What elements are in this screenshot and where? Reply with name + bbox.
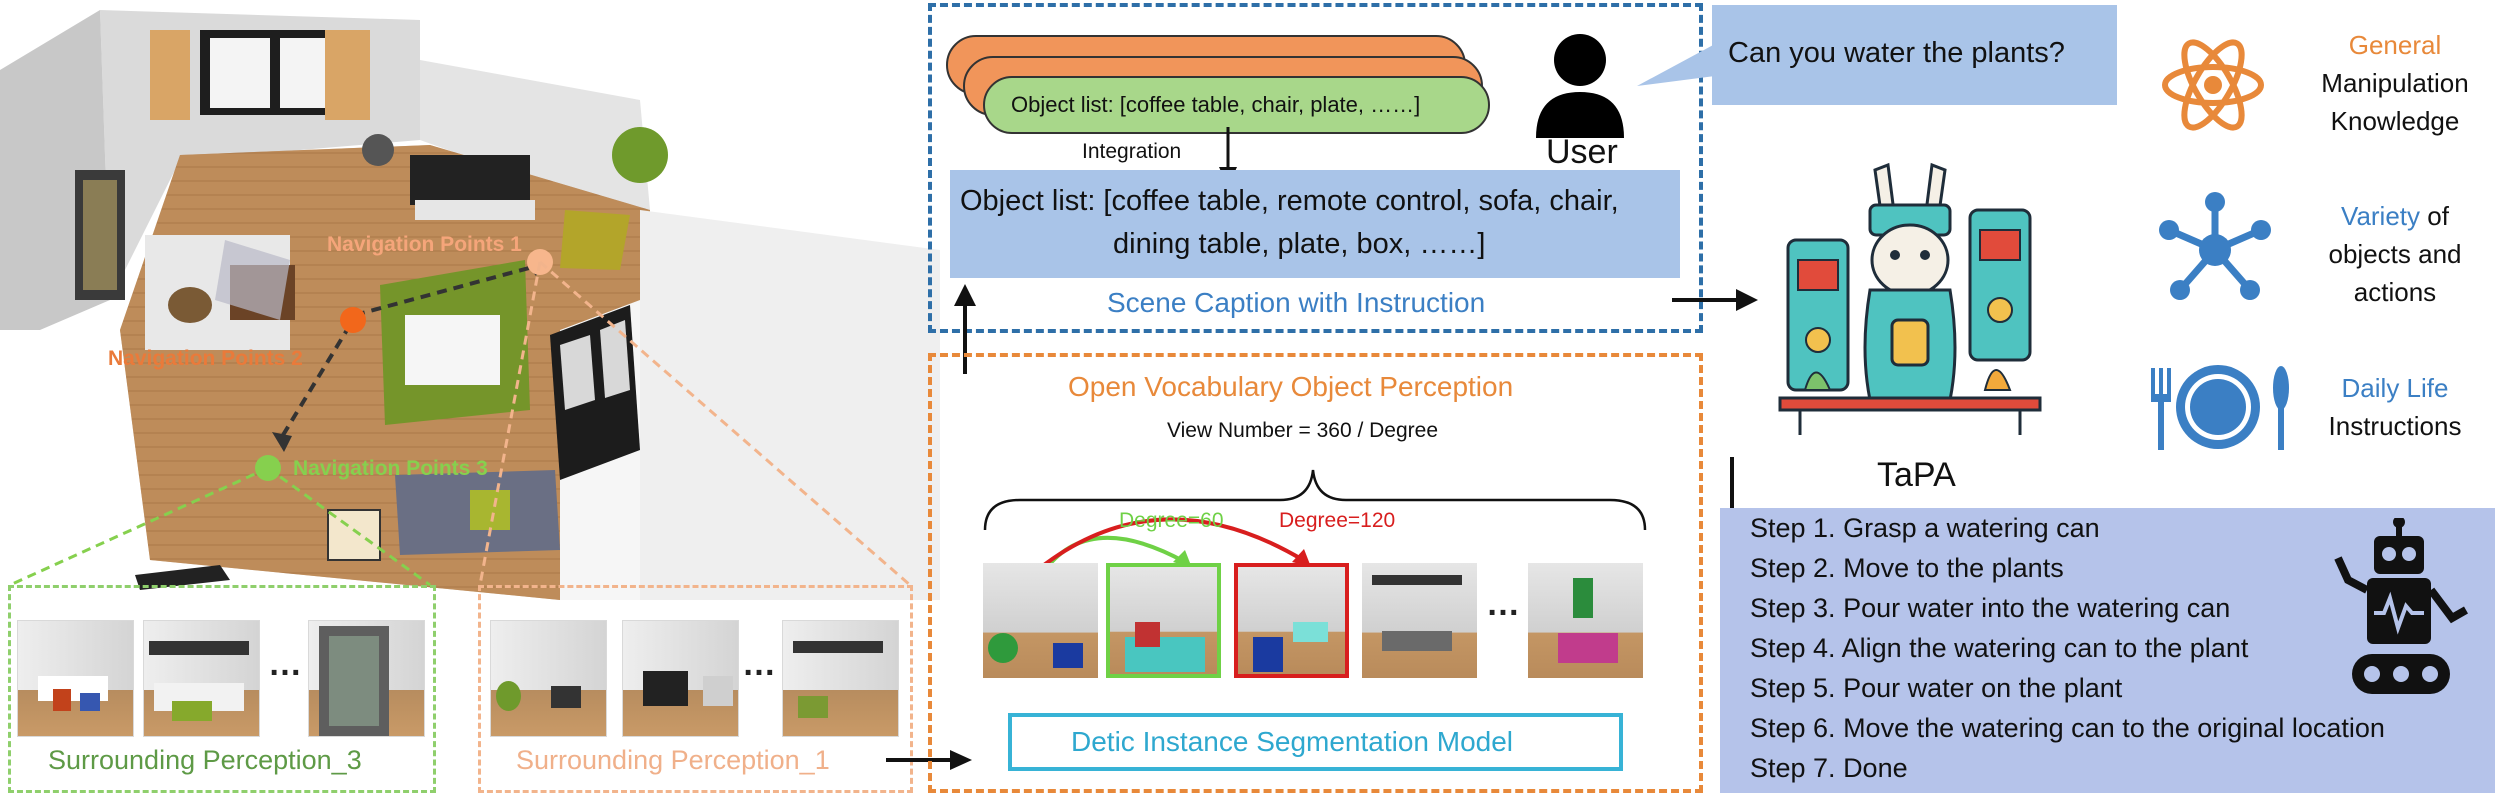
perception-1-view-3	[782, 620, 899, 737]
atom-icon	[2162, 39, 2264, 131]
user-icon	[1536, 34, 1624, 138]
view-3-degree-120	[1234, 563, 1349, 678]
step-6: Step 6. Move the watering can to the ori…	[1750, 713, 2385, 743]
view-4	[1362, 563, 1477, 678]
knowledge-word: Knowledge	[2330, 106, 2460, 136]
arrow-to-tapa	[1672, 289, 1758, 311]
perception-1-view-1	[490, 620, 607, 737]
view-2-degree-60	[1106, 563, 1221, 678]
general-word: General	[2348, 30, 2442, 60]
daily-life-word: Daily Life	[2341, 373, 2449, 403]
query-bubble	[1712, 5, 2117, 105]
molecule-icon	[2159, 192, 2271, 300]
arrow-up-to-caption	[954, 284, 976, 374]
scene-caption-box	[928, 3, 1703, 333]
degree-120-label: Degree=120	[1279, 509, 1396, 532]
daily-life-caption: Daily Life Instructions	[2300, 369, 2490, 445]
degree-arrows	[1038, 517, 1311, 572]
view-brace	[983, 469, 1647, 531]
surrounding-perception-1-label: Surrounding Perception_1	[516, 745, 830, 775]
tapa-llama-icon	[1778, 162, 2042, 435]
instructions-word: Instructions	[2328, 411, 2462, 441]
perception-3-view-3	[308, 620, 425, 737]
plate-cutlery-icon	[2151, 365, 2289, 450]
perception-1-view-2	[622, 620, 739, 737]
object-list-bar	[950, 170, 1680, 278]
scene-caption-label: Scene Caption with Instruction	[1107, 287, 1486, 318]
detic-model-box	[1008, 713, 1623, 771]
nav-point-2-label: Navigation Points 2	[108, 347, 303, 370]
object-perception-title: Open Vocabulary Object Perception	[1068, 371, 1514, 402]
object-list-cloud-text: Object list: [coffee table, chair, plate…	[1011, 92, 1421, 117]
variety-caption: Variety of objects and actions	[2300, 197, 2490, 311]
surrounding-perception-1-box	[478, 585, 913, 793]
view-1	[983, 563, 1098, 678]
object-perception-box	[928, 353, 1703, 793]
variety-word: Variety	[2341, 201, 2421, 231]
step-2: Step 2. Move to the plants	[1750, 553, 2064, 583]
nav-point-3-label: Navigation Points 3	[293, 457, 488, 480]
of-word: of	[2420, 201, 2449, 231]
nav-point-2-marker	[340, 307, 366, 333]
perception-3-view-1	[17, 620, 134, 737]
step-4: Step 4. Align the watering can to the pl…	[1750, 633, 2249, 663]
actions-word: actions	[2353, 277, 2437, 307]
steps-panel	[1720, 508, 2495, 793]
perception-3-ellipsis: …	[268, 645, 303, 683]
surrounding-perception-3-label: Surrounding Perception_3	[48, 745, 362, 775]
manipulation-word: Manipulation	[2321, 68, 2469, 98]
speech-pointer	[1637, 44, 1715, 86]
room-3d-view	[0, 10, 940, 600]
arrow-to-detic	[886, 750, 972, 770]
surrounding-perception-3-box	[8, 585, 436, 793]
tapa-label: TaPA	[1877, 456, 1956, 494]
step-3: Step 3. Pour water into the watering can	[1750, 593, 2231, 623]
step-7: Step 7. Done	[1750, 753, 1908, 783]
view-5	[1528, 563, 1643, 678]
nav-point-1-label: Navigation Points 1	[327, 233, 522, 256]
object-list-cloud	[983, 76, 1490, 134]
degree-60-label: Degree=60	[1119, 509, 1224, 532]
user-label: User	[1546, 133, 1618, 171]
perception-1-ellipsis: …	[742, 645, 777, 683]
perception-3-view-2	[143, 620, 260, 737]
object-list-line-1: Object list: [coffee table, remote contr…	[960, 185, 1619, 217]
integration-label: Integration	[1082, 140, 1182, 163]
detic-model-label: Detic Instance Segmentation Model	[1071, 726, 1514, 757]
view-number-label: View Number = 360 / Degree	[1167, 419, 1439, 442]
robot-icon	[2334, 518, 2468, 694]
general-knowledge-caption: General Manipulation Knowledge	[2300, 26, 2490, 140]
objects-and-word: objects and	[2328, 239, 2462, 269]
step-5: Step 5. Pour water on the plant	[1750, 673, 2123, 703]
query-text: Can you water the plants?	[1728, 37, 2065, 69]
object-list-line-2: dining table, plate, box, ……]	[1113, 228, 1486, 260]
step-1: Step 1. Grasp a watering can	[1750, 513, 2100, 543]
views-ellipsis: …	[1486, 585, 1521, 623]
